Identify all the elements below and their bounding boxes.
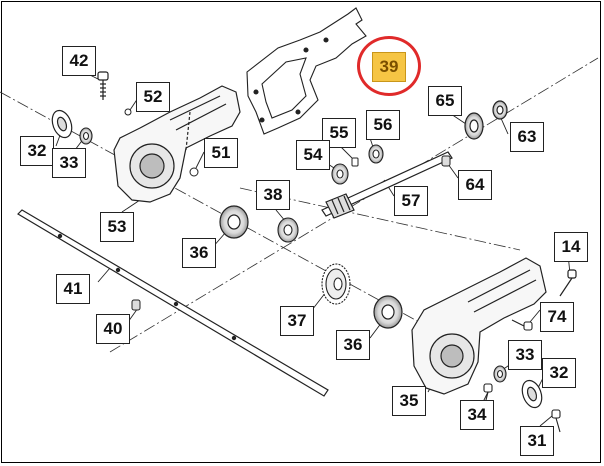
seal-32-right: [521, 379, 543, 409]
shaft-41: [17, 209, 329, 397]
callout-53: 53: [100, 212, 134, 242]
gear-36-lower: [373, 295, 403, 329]
callout-52: 52: [136, 82, 170, 112]
housing-53: [113, 85, 241, 203]
gasket-39: [246, 7, 367, 135]
bearing-33-left: [79, 127, 93, 145]
pin-55: [351, 157, 359, 167]
pinion-38: [277, 217, 299, 243]
key-64: [441, 155, 451, 167]
bolt-74: [511, 319, 533, 331]
callout-41: 41: [56, 274, 90, 304]
housing-35: [411, 257, 547, 395]
callout-51: 51: [204, 138, 238, 168]
highlight-ring: [357, 36, 421, 96]
bolt-42: [97, 71, 109, 100]
bearing-33-right: [493, 365, 507, 383]
gear-65: [464, 112, 484, 140]
callout-38: 38: [256, 180, 290, 210]
callout-56: 56: [366, 110, 400, 140]
callout-31: 31: [520, 426, 554, 456]
gear-36-upper: [219, 205, 249, 239]
callout-64: 64: [458, 170, 492, 200]
key-40: [131, 299, 141, 311]
callout-33: 33: [52, 148, 86, 178]
bearing-56: [368, 144, 384, 164]
callout-34: 34: [460, 400, 494, 430]
callout-33: 33: [508, 340, 542, 370]
bolt-34: [483, 383, 493, 401]
callout-42: 42: [62, 46, 96, 76]
callout-55: 55: [322, 118, 356, 148]
callout-63: 63: [510, 122, 544, 152]
bearing-54: [331, 163, 349, 185]
bolt-14: [559, 269, 577, 297]
callout-32: 32: [542, 358, 576, 388]
callout-36: 36: [336, 330, 370, 360]
leader-lines: [55, 73, 571, 427]
sprocket-37: [321, 263, 351, 305]
callout-36: 36: [182, 238, 216, 268]
callout-65: 65: [428, 86, 462, 116]
callout-74: 74: [540, 302, 574, 332]
seal-32-left: [51, 109, 73, 139]
callout-14: 14: [554, 232, 588, 262]
callout-35: 35: [392, 386, 426, 416]
pin-52: [124, 108, 132, 116]
worm-shaft-57: [321, 151, 453, 219]
callout-32: 32: [20, 136, 54, 166]
bolt-31: [551, 409, 561, 433]
callout-57: 57: [394, 186, 428, 216]
callout-54: 54: [296, 140, 330, 170]
callout-37: 37: [280, 306, 314, 336]
plug-51: [189, 167, 199, 177]
bearing-63: [492, 100, 508, 120]
callout-40: 40: [96, 314, 130, 344]
